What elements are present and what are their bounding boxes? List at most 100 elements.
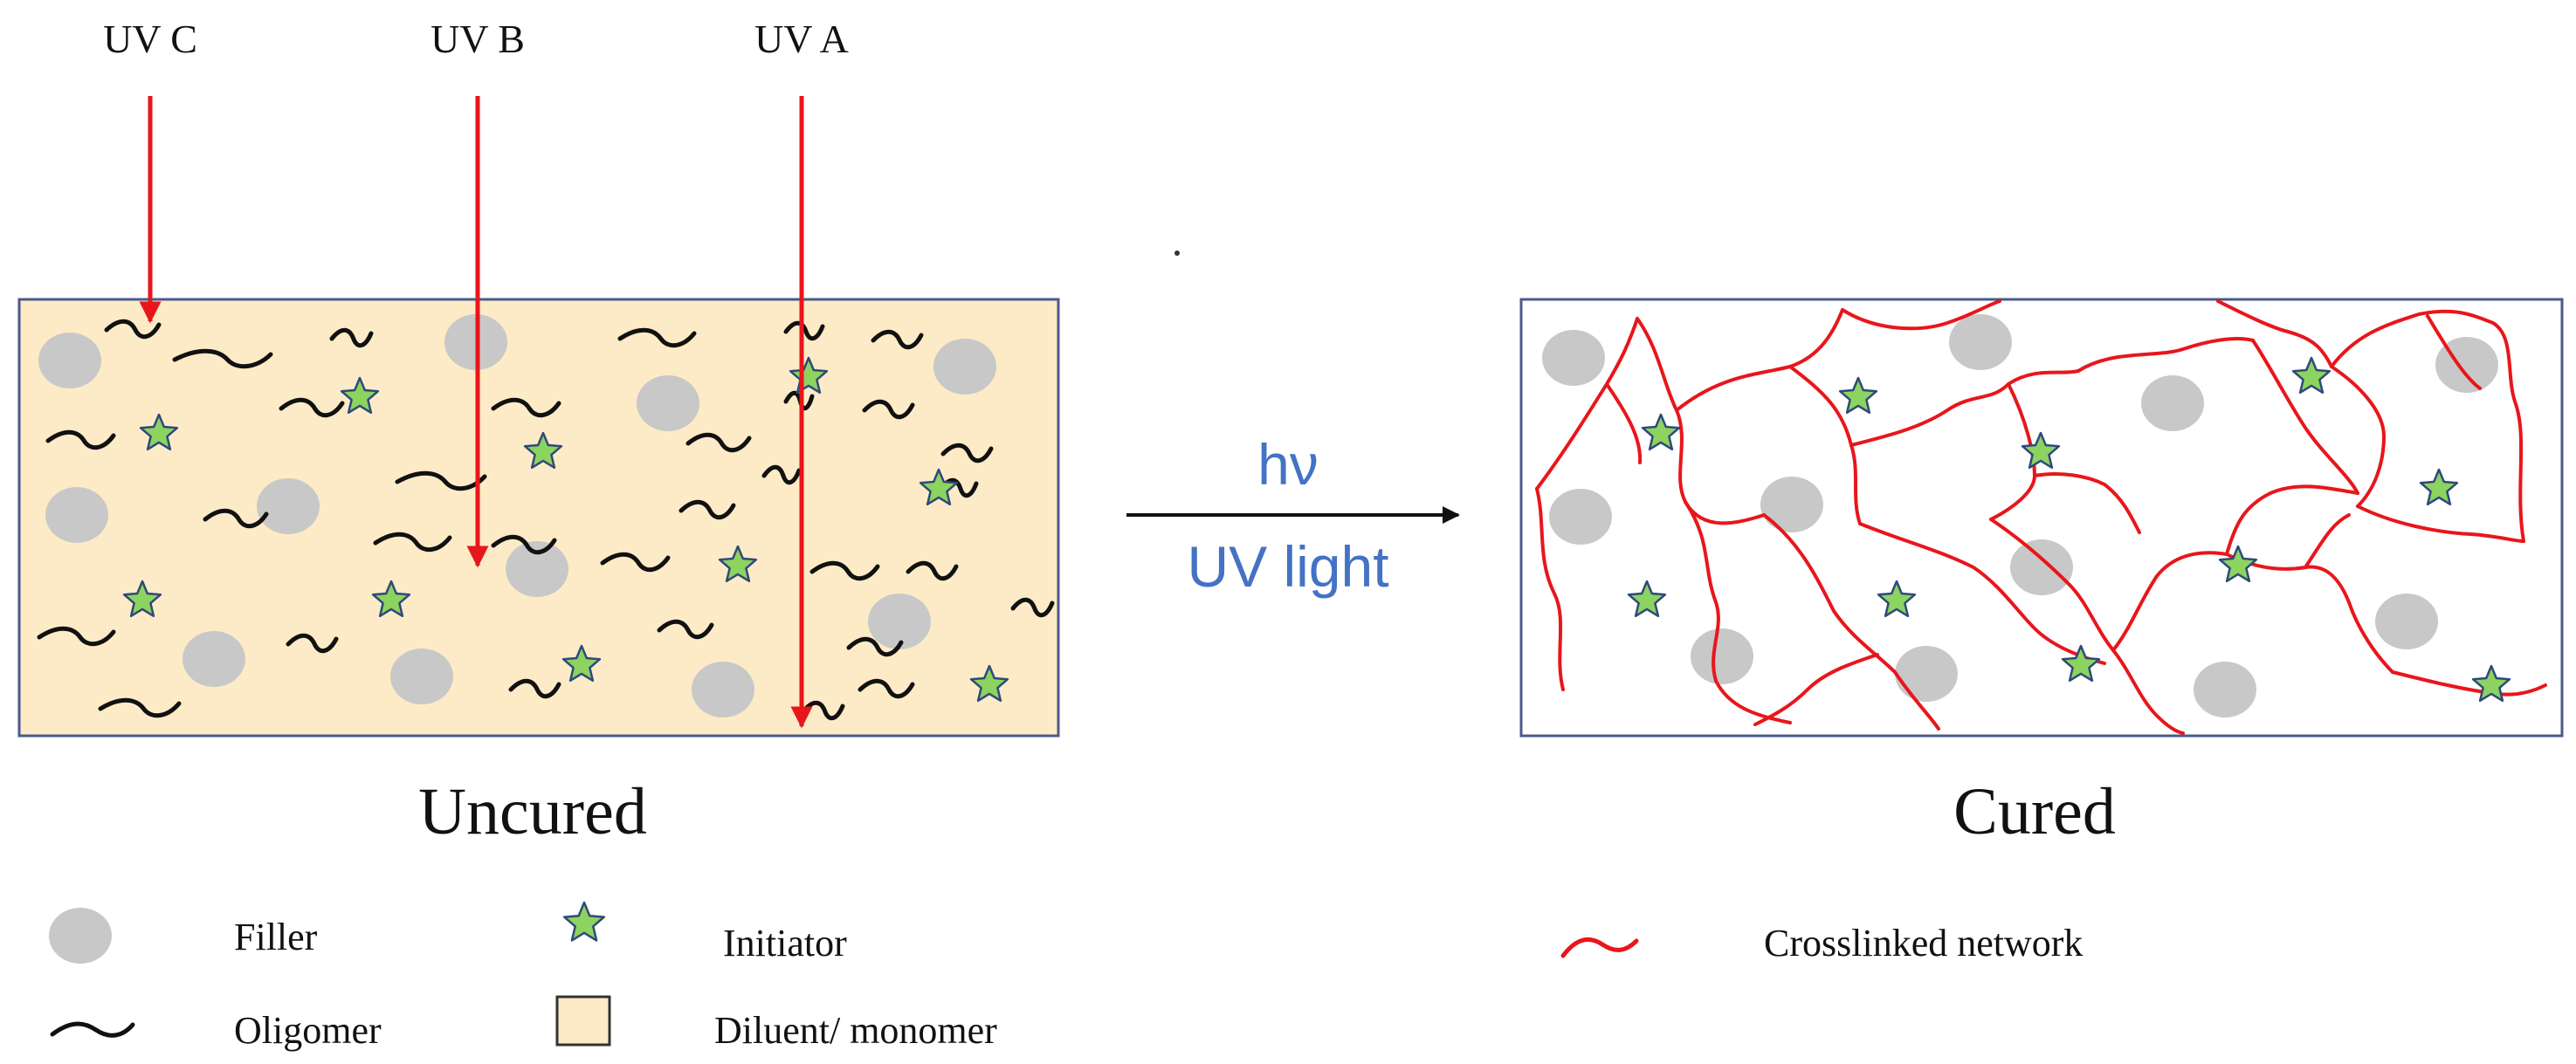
- filler-particle: [390, 649, 453, 704]
- initiator-star: [1627, 580, 1667, 618]
- oligomer-chain: [1010, 597, 1055, 618]
- oligomer-chain: [617, 327, 697, 348]
- initiator-star: [1877, 580, 1917, 618]
- oligomer-chain: [329, 327, 374, 348]
- uvb-label: UV B: [430, 17, 525, 61]
- legend-initiator-label: Initiator: [723, 922, 847, 964]
- oligomer-chain: [678, 499, 736, 520]
- network-strand: [2330, 309, 2525, 543]
- hv-label: hν: [1257, 432, 1319, 497]
- filler-particle: [868, 594, 931, 649]
- legend-diluent-symbol: [555, 995, 611, 1047]
- oligomer-chain: [846, 636, 904, 657]
- network-strand: [1535, 487, 1565, 691]
- oligomer-chain: [809, 560, 880, 581]
- network-strand: [2356, 505, 2525, 543]
- filler-particle: [2435, 337, 2498, 393]
- filler-particle: [183, 631, 245, 687]
- uncured-oligomers: [37, 319, 1055, 721]
- oligomer-chain: [801, 700, 845, 721]
- cured-title: Cured: [1953, 775, 2116, 848]
- oligomer-chain: [871, 329, 924, 350]
- oligomer-chain: [906, 560, 959, 581]
- uvc-label: UV C: [103, 17, 197, 61]
- network-strand: [1841, 299, 2001, 331]
- network-strand: [2225, 553, 2394, 674]
- network-strand: [1675, 308, 1844, 412]
- initiator-star: [1838, 376, 1878, 415]
- filler-particle: [1691, 628, 1753, 684]
- initiator-star: [139, 413, 179, 451]
- network-strand: [1753, 653, 1879, 726]
- uncured-initiators: [122, 356, 1009, 703]
- oligomer-chain: [783, 320, 825, 341]
- oligomer-chain: [98, 697, 182, 718]
- initiator-star: [1641, 413, 1681, 451]
- filler-particle: [1549, 489, 1612, 545]
- oligomer-chain: [104, 319, 162, 340]
- oligomer-chain: [600, 552, 671, 573]
- oligomer-chain: [761, 464, 802, 485]
- network-strand: [1989, 518, 2115, 652]
- legend-oligomer-label: Oligomer: [234, 1009, 382, 1052]
- legend-filler-symbol: [49, 908, 112, 964]
- initiator-star: [340, 376, 380, 415]
- initiator-star: [2218, 545, 2258, 583]
- network-strand: [1858, 522, 2106, 665]
- legend-filler-label: Filler: [234, 916, 318, 958]
- legend-oligomer-symbol: [50, 1021, 135, 1038]
- filler-particle: [45, 487, 108, 543]
- network-strand: [1535, 317, 1639, 491]
- filler-particle: [692, 662, 754, 717]
- oligomer-chain: [373, 532, 452, 553]
- network-strand: [1605, 382, 1643, 464]
- oligomer-chain: [37, 626, 116, 647]
- oligomer-chain: [685, 432, 752, 453]
- oligomer-chain: [286, 633, 339, 654]
- initiator-star: [523, 431, 563, 470]
- legend-diluent-label: Diluent/ monomer: [714, 1009, 997, 1052]
- initiator-star: [561, 644, 602, 683]
- initiator-star: [969, 664, 1009, 703]
- cured-panel: [1519, 298, 2564, 738]
- legend-network-symbol: [1560, 937, 1639, 958]
- filler-particle: [637, 375, 699, 431]
- initiator-star: [2061, 644, 2101, 683]
- oligomer-chain: [45, 429, 116, 450]
- network-strand: [1849, 369, 2080, 447]
- network-strand: [2251, 339, 2359, 495]
- oligomer-chain: [508, 678, 561, 699]
- initiator-star: [2021, 431, 2061, 470]
- network-strand: [1636, 317, 1766, 525]
- initiator-star: [919, 468, 959, 506]
- network-strand: [2330, 365, 2386, 508]
- oligomer-chain: [657, 619, 714, 640]
- oligomer-chain: [491, 397, 561, 418]
- oligomer-chain: [862, 399, 915, 420]
- filler-particle: [1895, 646, 1958, 702]
- oligomer-chain: [279, 397, 345, 418]
- oligomer-chain: [940, 443, 994, 463]
- uncured-panel: [17, 298, 1060, 738]
- uncured-fillers: [38, 314, 996, 717]
- initiator-star: [122, 580, 162, 618]
- cured-fillers: [1542, 314, 2498, 717]
- initiator-star: [562, 901, 606, 942]
- network-strand: [2111, 649, 2185, 735]
- oligomer-chain: [395, 470, 487, 491]
- initiator-star: [371, 580, 411, 618]
- cured-initiators: [1627, 356, 2511, 703]
- legend-initiator-symbol: [562, 901, 606, 942]
- network-strand: [2077, 337, 2255, 373]
- filler-particle: [38, 333, 101, 388]
- network-strand: [1762, 513, 1940, 731]
- initiator-star: [2291, 356, 2331, 395]
- filler-particle: [2194, 662, 2256, 717]
- oligomer-chain: [203, 508, 269, 529]
- oligomer-chain: [172, 348, 273, 369]
- stray-dot: [1174, 251, 1180, 256]
- initiator-star: [718, 545, 758, 583]
- filler-particle: [1542, 330, 1605, 386]
- crosslinked-network-lines: [1535, 299, 2547, 735]
